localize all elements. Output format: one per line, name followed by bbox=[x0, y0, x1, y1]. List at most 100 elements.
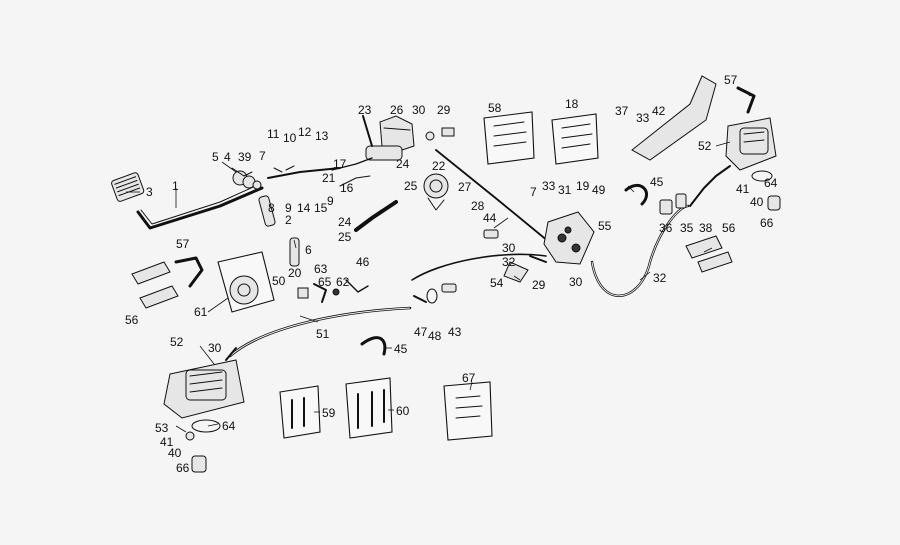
part-number-label-l51: 51 bbox=[316, 327, 330, 341]
part-number-label-l40b: 40 bbox=[750, 195, 764, 209]
part-number-label-l4: 4 bbox=[224, 150, 231, 164]
part-number-label-l25a: 25 bbox=[404, 179, 418, 193]
part-number-label-l67: 67 bbox=[462, 371, 476, 385]
part-number-label-l46: 46 bbox=[356, 255, 370, 269]
part-number-label-l30d: 30 bbox=[569, 275, 583, 289]
part-number-label-l55: 55 bbox=[598, 219, 612, 233]
part-number-label-l27: 27 bbox=[458, 180, 472, 194]
part-number-label-l6: 6 bbox=[305, 243, 312, 257]
part-number-label-l1: 1 bbox=[172, 179, 179, 193]
part-number-label-l9a: 9 bbox=[285, 201, 292, 215]
part-number-label-l54: 54 bbox=[490, 276, 504, 290]
part-number-label-l14: 14 bbox=[297, 201, 311, 215]
part-number-label-l18: 18 bbox=[565, 97, 579, 111]
master-cylinder-upper bbox=[331, 115, 455, 232]
brake-pedal-assembly bbox=[111, 165, 341, 267]
brake-rod bbox=[435, 149, 555, 247]
parts-bag-18 bbox=[551, 113, 599, 165]
part-number-label-l22: 22 bbox=[432, 159, 446, 173]
part-number-label-l19: 19 bbox=[576, 179, 590, 193]
part-number-label-l3: 3 bbox=[146, 185, 153, 199]
clip bbox=[483, 229, 499, 239]
part-number-label-l17: 17 bbox=[333, 157, 347, 171]
part-number-label-l66b: 66 bbox=[760, 216, 774, 230]
part-number-label-l9b: 9 bbox=[327, 194, 334, 208]
part-number-label-l29a: 29 bbox=[437, 103, 451, 117]
rear-brake-caliper bbox=[163, 347, 245, 473]
part-number-label-l56a: 56 bbox=[125, 313, 139, 327]
part-number-label-l24b: 24 bbox=[338, 215, 352, 229]
part-number-label-l42: 42 bbox=[652, 104, 666, 118]
part-number-label-l12: 12 bbox=[298, 125, 312, 139]
part-number-label-l41b: 41 bbox=[736, 182, 750, 196]
parts-bag-59 bbox=[279, 385, 321, 439]
brake-pads-right bbox=[685, 235, 733, 273]
part-number-label-l30a: 30 bbox=[208, 341, 222, 355]
part-number-label-l33b: 33 bbox=[636, 111, 650, 125]
part-number-label-l2: 2 bbox=[285, 213, 292, 227]
part-number-label-l5: 5 bbox=[212, 150, 219, 164]
part-number-label-l53: 53 bbox=[155, 421, 169, 435]
part-number-label-l16: 16 bbox=[340, 181, 354, 195]
part-number-label-l23: 23 bbox=[358, 103, 372, 117]
part-number-label-l66a: 66 bbox=[176, 461, 190, 475]
part-number-label-l45a: 45 bbox=[394, 342, 408, 356]
part-number-label-l29b: 29 bbox=[532, 278, 546, 292]
part-number-label-l44: 44 bbox=[483, 211, 497, 225]
front-brake-caliper bbox=[725, 117, 781, 211]
part-number-label-l7a: 7 bbox=[259, 149, 266, 163]
part-number-label-l24a: 24 bbox=[396, 157, 410, 171]
part-number-label-l31: 31 bbox=[558, 183, 572, 197]
part-number-label-l45b: 45 bbox=[650, 175, 664, 189]
part-number-label-l58: 58 bbox=[488, 101, 502, 115]
brake-distributor bbox=[503, 211, 595, 283]
part-number-label-l50: 50 bbox=[272, 274, 286, 288]
part-number-label-l37: 37 bbox=[615, 104, 629, 118]
part-number-label-l43: 43 bbox=[448, 325, 462, 339]
part-number-label-l39: 39 bbox=[238, 150, 252, 164]
part-number-label-l11: 11 bbox=[267, 127, 280, 141]
part-number-label-l65: 65 bbox=[318, 275, 332, 289]
brake-pads-left bbox=[131, 256, 204, 309]
part-number-label-l32b: 32 bbox=[653, 271, 667, 285]
part-number-label-l59: 59 bbox=[322, 406, 336, 420]
part-number-label-l57b: 57 bbox=[724, 73, 738, 87]
part-number-label-l52a: 52 bbox=[170, 335, 184, 349]
part-number-label-l33a: 33 bbox=[542, 179, 556, 193]
part-number-label-l38: 38 bbox=[699, 221, 713, 235]
part-number-label-l63: 63 bbox=[314, 262, 328, 276]
parts-bag-67 bbox=[443, 381, 493, 441]
part-number-label-l61: 61 bbox=[194, 305, 208, 319]
part-number-label-l32a: 32 bbox=[502, 255, 516, 269]
part-number-label-l41a: 41 bbox=[160, 435, 174, 449]
footrest-bracket bbox=[631, 75, 717, 161]
parts-bag-58 bbox=[483, 111, 535, 165]
part-number-label-l35: 35 bbox=[680, 221, 694, 235]
part-number-label-l57a: 57 bbox=[176, 237, 190, 251]
part-number-label-l30b: 30 bbox=[412, 103, 426, 117]
part-number-label-l25b: 25 bbox=[338, 230, 352, 244]
part-number-label-l13: 13 bbox=[315, 129, 329, 143]
part-number-label-l60: 60 bbox=[396, 404, 410, 418]
parts-bag-60 bbox=[345, 377, 393, 439]
part-number-label-l62: 62 bbox=[336, 275, 350, 289]
spring-clip-45-lower bbox=[360, 336, 387, 356]
part-number-label-l64a: 64 bbox=[222, 419, 236, 433]
leader-lines bbox=[126, 89, 751, 433]
brake-pipe bbox=[411, 253, 547, 281]
part-number-label-l7b: 7 bbox=[530, 185, 537, 199]
part-number-label-l40a: 40 bbox=[168, 446, 182, 460]
part-number-label-l15: 15 bbox=[314, 201, 328, 215]
part-number-label-l56b: 56 bbox=[722, 221, 736, 235]
part-number-label-l47: 47 bbox=[414, 325, 428, 339]
part-number-label-l48: 48 bbox=[428, 329, 442, 343]
part-number-label-l49: 49 bbox=[592, 183, 606, 197]
spring-clip-45-upper bbox=[624, 183, 649, 206]
caliper-mount bbox=[217, 251, 275, 313]
part-number-label-l30c: 30 bbox=[502, 241, 516, 255]
part-number-label-l21: 21 bbox=[322, 171, 336, 185]
part-number-label-l20: 20 bbox=[288, 266, 302, 280]
